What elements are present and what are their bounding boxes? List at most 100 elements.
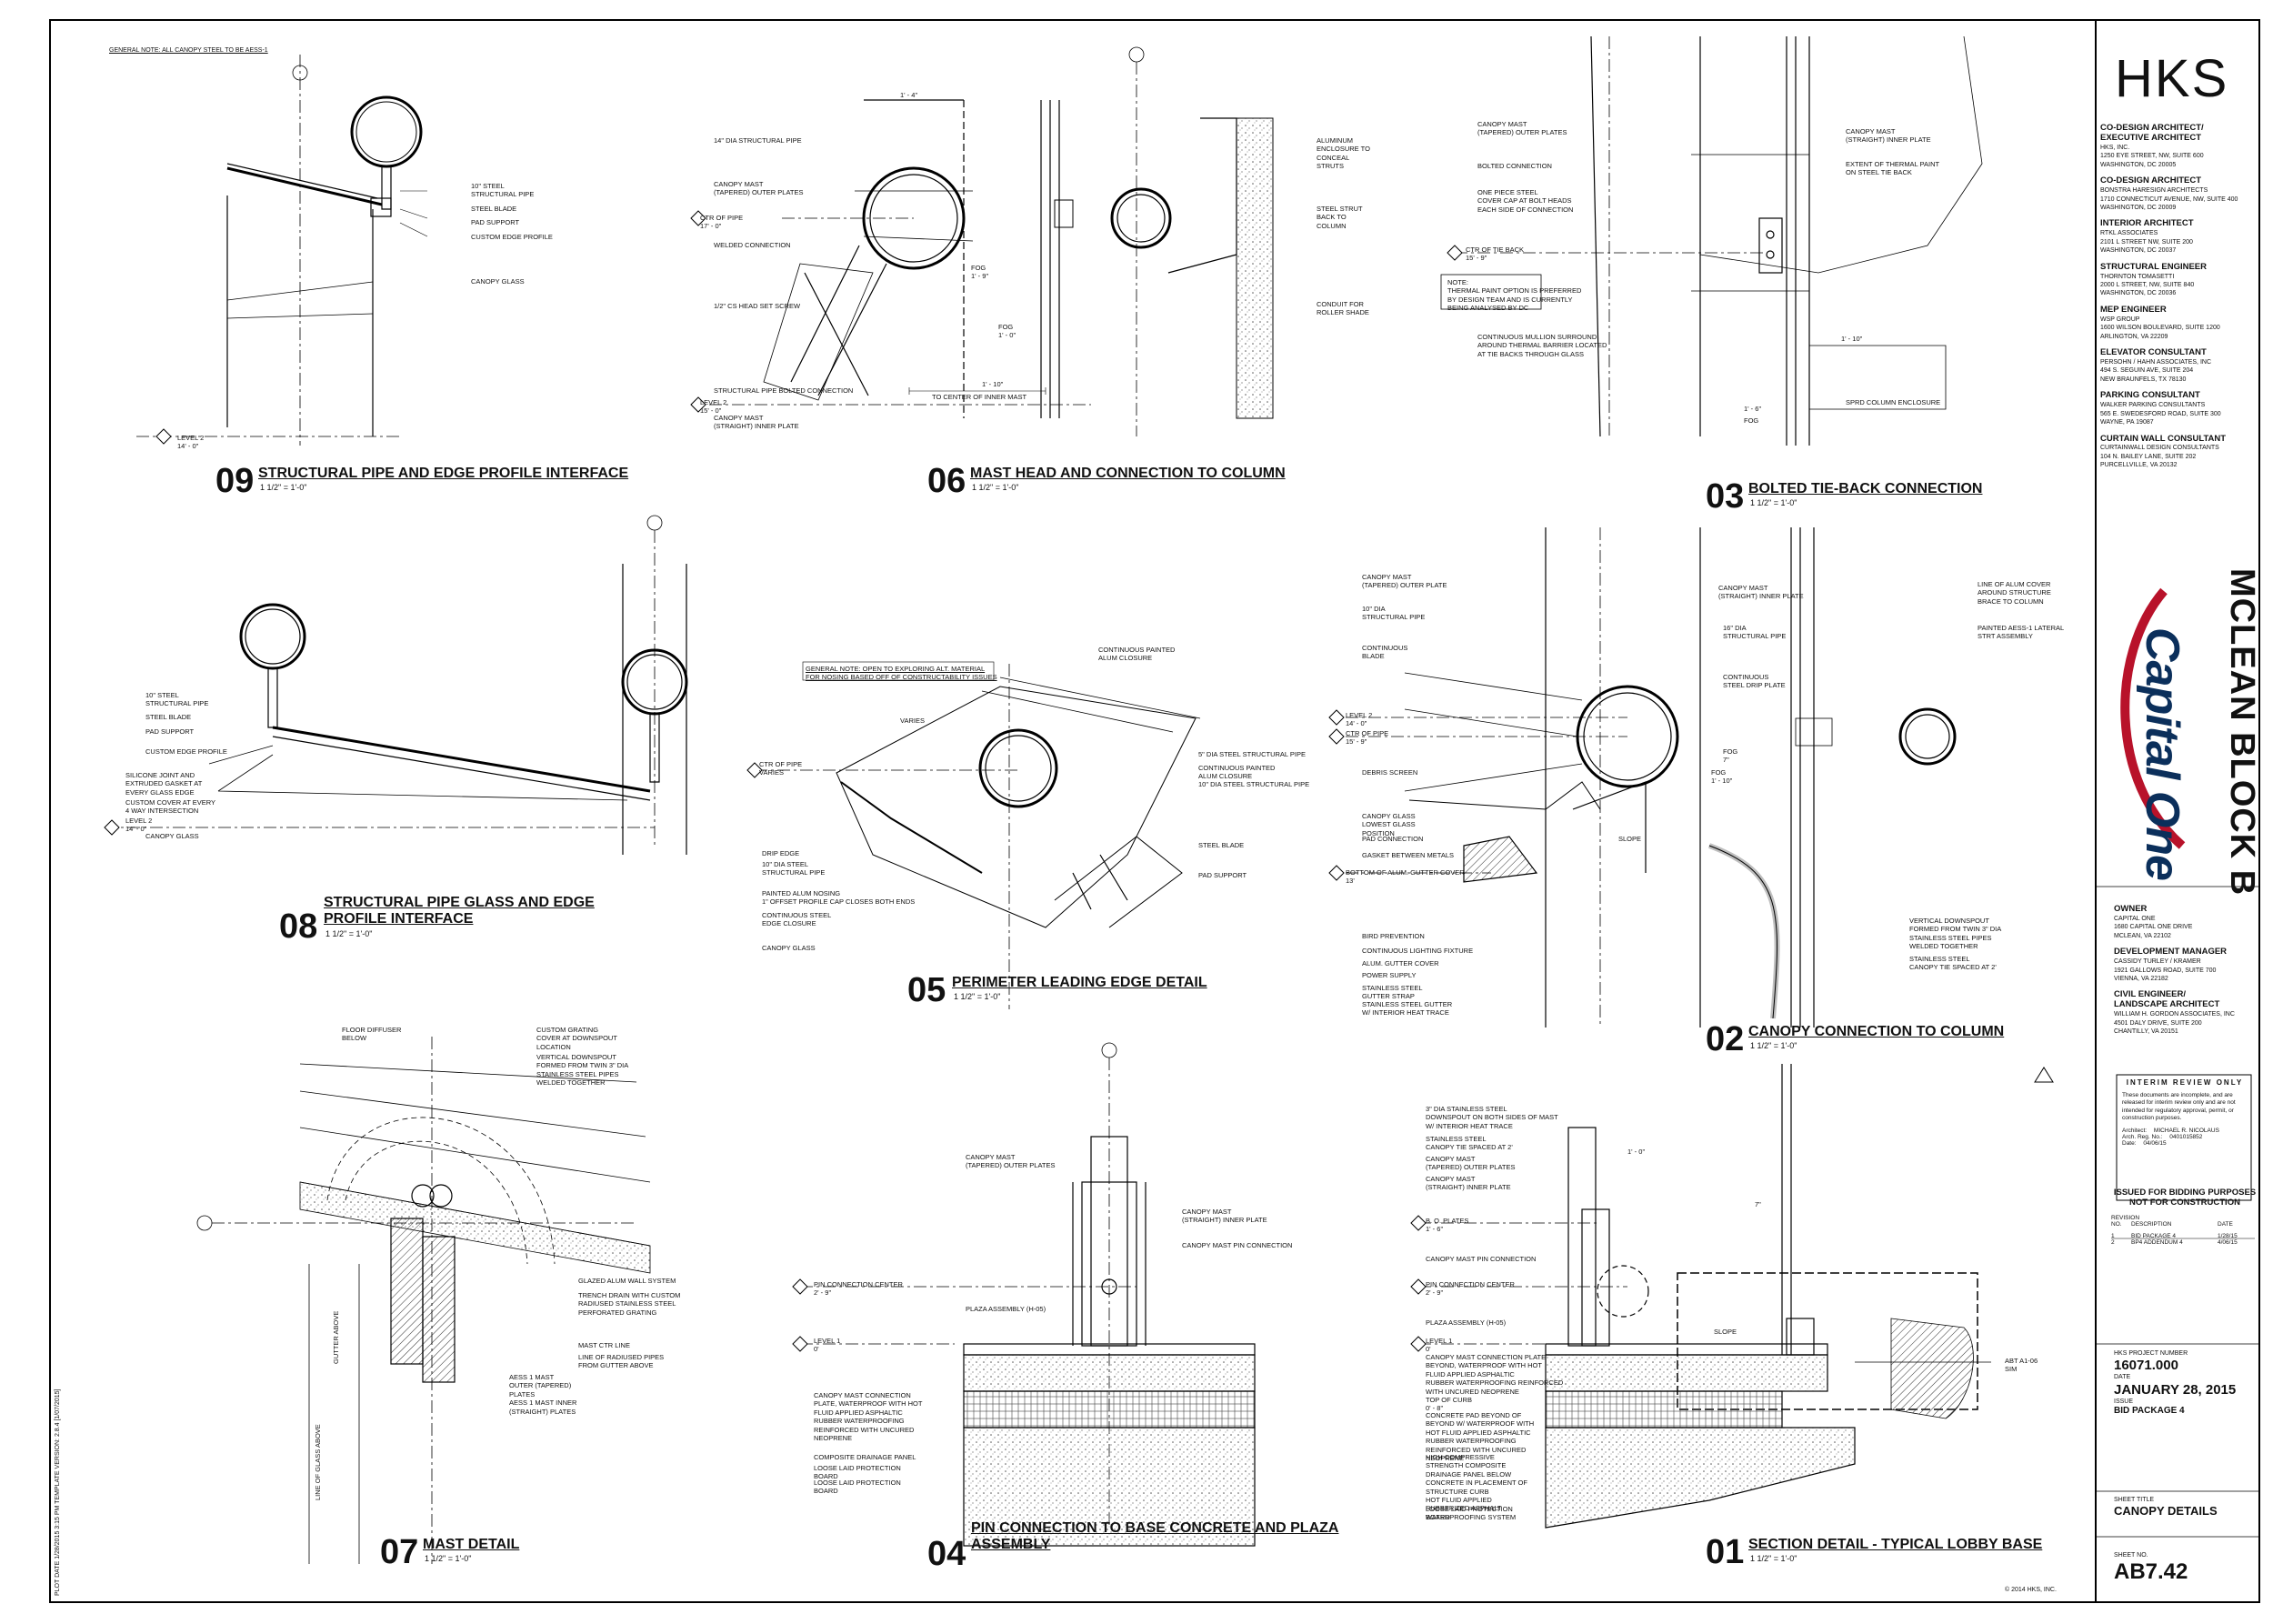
note: STAINLESS STEEL CANOPY TIE SPACED AT 2' bbox=[1426, 1135, 1513, 1152]
detail-06-scale: 1 1/2" = 1'-0" bbox=[972, 483, 1019, 492]
consultant-line: 2101 L STREET NW, SUITE 200 bbox=[2100, 238, 2193, 246]
note: CANOPY MAST (TAPERED) OUTER PLATES bbox=[1477, 120, 1567, 137]
detail-02-drawing bbox=[1346, 527, 1957, 1028]
detail-08-drawing bbox=[105, 515, 688, 855]
note: LEVEL 2 15' - 0" bbox=[700, 398, 727, 416]
note: FOG 7" bbox=[1723, 747, 1738, 765]
issue-date: JANUARY 28, 2015 bbox=[2114, 1381, 2237, 1398]
note: PIN CONNECTION CENTER 2' - 9" bbox=[1426, 1280, 1515, 1298]
owner-line: WILLIAM H. GORDON ASSOCIATES, INC bbox=[2114, 1011, 2235, 1018]
note: GASKET BETWEEN METALS bbox=[1362, 851, 1454, 859]
consultant-group: CO-DESIGN ARCHITECT/ EXECUTIVE ARCHITECT… bbox=[2100, 123, 2255, 169]
owner-role: OWNER bbox=[2114, 904, 2148, 914]
project-info: HKS PROJECT NUMBER 16071.000 DATE JANUAR… bbox=[2114, 1349, 2259, 1416]
note: 1' - 4" bbox=[900, 91, 918, 99]
consultant-line: 104 N. BAILEY LANE, SUITE 202 bbox=[2100, 453, 2197, 460]
consultant-line: WSP GROUP bbox=[2100, 316, 2140, 323]
revision-header-cell: NO. bbox=[2111, 1221, 2122, 1228]
note: BOLTED CONNECTION bbox=[1477, 162, 1552, 170]
detail-07-title: MAST DETAIL bbox=[423, 1537, 520, 1552]
plot-info: PLOT DATE 1/28/2015 3:15 PM TEMPLATE VER… bbox=[55, 1388, 61, 1597]
note: 14" DIA STRUCTURAL PIPE bbox=[714, 136, 802, 145]
note: COMPOSITE DRAINAGE PANEL bbox=[814, 1453, 916, 1461]
note: LOOSE LAID PROTECTION BOARD bbox=[814, 1464, 901, 1481]
detail-04-title: PIN CONNECTION TO BASE CONCRETE AND PLAZ… bbox=[971, 1520, 1339, 1553]
note: LINE OF RADIUSED PIPES FROM GUTTER ABOVE bbox=[578, 1353, 665, 1370]
note: 5" DIA STEEL STRUCTURAL PIPE bbox=[1198, 750, 1306, 758]
note: AESS 1 MAST OUTER (TAPERED) PLATES AESS … bbox=[509, 1373, 577, 1416]
detail-07-number: 07 bbox=[380, 1533, 419, 1571]
consultant-line: 2000 L STREET, NW, SUITE 840 bbox=[2100, 281, 2195, 288]
note: CANOPY MAST (TAPERED) OUTER PLATES bbox=[1426, 1155, 1516, 1172]
note: GLAZED ALUM WALL SYSTEM bbox=[578, 1277, 676, 1285]
interim-review-architect-row: Architect: MICHAEL R. NICOLAUS bbox=[2122, 1128, 2248, 1134]
consultant-line: 1710 CONNECTICUT AVENUE, NW, SUITE 400 bbox=[2100, 195, 2238, 203]
note: ALUM. GUTTER COVER bbox=[1362, 959, 1439, 967]
note: 1' - 6" bbox=[1744, 405, 1762, 413]
revision-cell: 1/28/15 bbox=[2218, 1233, 2238, 1239]
note: STEEL BLADE bbox=[1198, 841, 1245, 849]
revision-header-cell: DATE bbox=[2218, 1221, 2233, 1228]
note: MAST CTR LINE bbox=[578, 1341, 630, 1349]
detail-01-title: SECTION DETAIL - TYPICAL LOBBY BASE bbox=[1748, 1537, 2043, 1552]
owner-line: 1680 CAPITAL ONE DRIVE bbox=[2114, 924, 2193, 931]
note: CANOPY MAST (TAPERED) OUTER PLATES bbox=[714, 180, 804, 197]
note: TRENCH DRAIN WITH CUSTOM RADIUSED STAINL… bbox=[578, 1291, 681, 1317]
consultant-line: WAYNE, PA 19087 bbox=[2100, 419, 2154, 426]
architect-value: MICHAEL R. NICOLAUS bbox=[2153, 1127, 2219, 1134]
revision-cell: BID PACKAGE 4 bbox=[2131, 1233, 2177, 1239]
detail-08-title: STRUCTURAL PIPE GLASS AND EDGE PROFILE I… bbox=[324, 895, 595, 927]
consultant-line: 1600 WILSON BOULEVARD, SUITE 1200 bbox=[2100, 325, 2220, 332]
owner-line: CASSIDY TURLEY / KRAMER bbox=[2114, 958, 2201, 966]
consultant-role: CO-DESIGN ARCHITECT bbox=[2100, 175, 2202, 186]
note: VARIES bbox=[900, 717, 925, 725]
note: STEEL STRUT BACK TO COLUMN bbox=[1317, 205, 1363, 230]
note: ALUMINUM ENCLOSURE TO CONCEAL STRUTS bbox=[1317, 136, 1370, 171]
note: CANOPY MAST (STRAIGHT) INNER PLATE bbox=[1426, 1175, 1511, 1192]
consultant-line: 1250 EYE STREET, NW, SUITE 600 bbox=[2100, 153, 2204, 160]
consultant-line: NEW BRAUNFELS, TX 78130 bbox=[2100, 376, 2187, 383]
consultant-role: ELEVATOR CONSULTANT bbox=[2100, 347, 2207, 358]
owner-role: DEVELOPMENT MANAGER bbox=[2114, 947, 2228, 957]
note: PAD SUPPORT bbox=[471, 218, 520, 226]
note: STAINLESS STEEL CANOPY TIE SPACED AT 2' bbox=[1909, 955, 1997, 972]
note: CONTINUOUS BLADE bbox=[1362, 644, 1408, 661]
detail-08-number: 08 bbox=[279, 907, 318, 946]
note: CANOPY MAST PIN CONNECTION bbox=[1182, 1241, 1293, 1249]
level-markers bbox=[104, 210, 1463, 1352]
owner-line: 4501 DALY DRIVE, SUITE 200 bbox=[2114, 1019, 2202, 1027]
revision-header-cell: DESCRIPTION bbox=[2131, 1221, 2172, 1228]
copyright: © 2014 HKS, INC. bbox=[2005, 1587, 2057, 1593]
detail-03-title: BOLTED TIE-BACK CONNECTION bbox=[1748, 481, 1983, 496]
note: PAD SUPPORT bbox=[1198, 871, 1247, 879]
note: VERTICAL DOWNSPOUT FORMED FROM TWIN 3" D… bbox=[1909, 917, 2002, 951]
detail-08-scale: 1 1/2" = 1'-0" bbox=[325, 929, 373, 938]
revision-label: REVISION bbox=[2111, 1215, 2140, 1221]
note: 1' - 10" bbox=[1841, 335, 1863, 343]
note: STEEL BLADE bbox=[471, 205, 517, 213]
note: PLAZA ASSEMBLY (H-05) bbox=[1426, 1318, 1507, 1327]
consultant-line: WASHINGTON, DC 20009 bbox=[2100, 204, 2177, 211]
note: CANOPY MAST (TAPERED) OUTER PLATES bbox=[966, 1153, 1056, 1170]
consultant-line: ARLINGTON, VA 22209 bbox=[2100, 333, 2168, 340]
note: ABT A1-06 SIM bbox=[2005, 1357, 2038, 1374]
note: CTR OF PIPE 15' - 9" bbox=[1346, 729, 1389, 747]
consultant-group: CURTAIN WALL CONSULTANT CURTAINWALL DESI… bbox=[2100, 434, 2255, 470]
note: EXTENT OF THERMAL PAINT ON STEEL TIE BAC… bbox=[1846, 160, 1940, 177]
detail-04-drawing bbox=[800, 1042, 1256, 1547]
note: DRIP EDGE bbox=[762, 849, 800, 857]
general-note: GENERAL NOTE: ALL CANOPY STEEL TO BE AES… bbox=[109, 47, 268, 54]
consultant-line: HKS, INC. bbox=[2100, 144, 2130, 151]
note: ONE PIECE STEEL COVER CAP AT BOLT HEADS … bbox=[1477, 188, 1574, 214]
note: LEVEL 2 14' - 0" bbox=[177, 434, 205, 451]
owner-line: CAPITAL ONE bbox=[2114, 915, 2156, 922]
consultant-line: WASHINGTON, DC 20036 bbox=[2100, 290, 2177, 297]
note: STRUCTURAL PIPE BOLTED CONNECTION bbox=[714, 386, 854, 395]
note: GENERAL NOTE: OPEN TO EXPLORING ALT. MAT… bbox=[806, 665, 997, 682]
owner-role: CIVIL ENGINEER/ LANDSCAPE ARCHITECT bbox=[2114, 989, 2220, 1010]
note: LINE OF GLASS ABOVE bbox=[314, 1424, 322, 1500]
note: SPRD COLUMN ENCLOSURE bbox=[1846, 398, 1941, 406]
note: DEBRIS SCREEN bbox=[1362, 768, 1418, 777]
interim-review-heading: INTERIM REVIEW ONLY bbox=[2126, 1078, 2244, 1087]
note: CONTINUOUS STEEL DRIP PLATE bbox=[1723, 673, 1786, 690]
